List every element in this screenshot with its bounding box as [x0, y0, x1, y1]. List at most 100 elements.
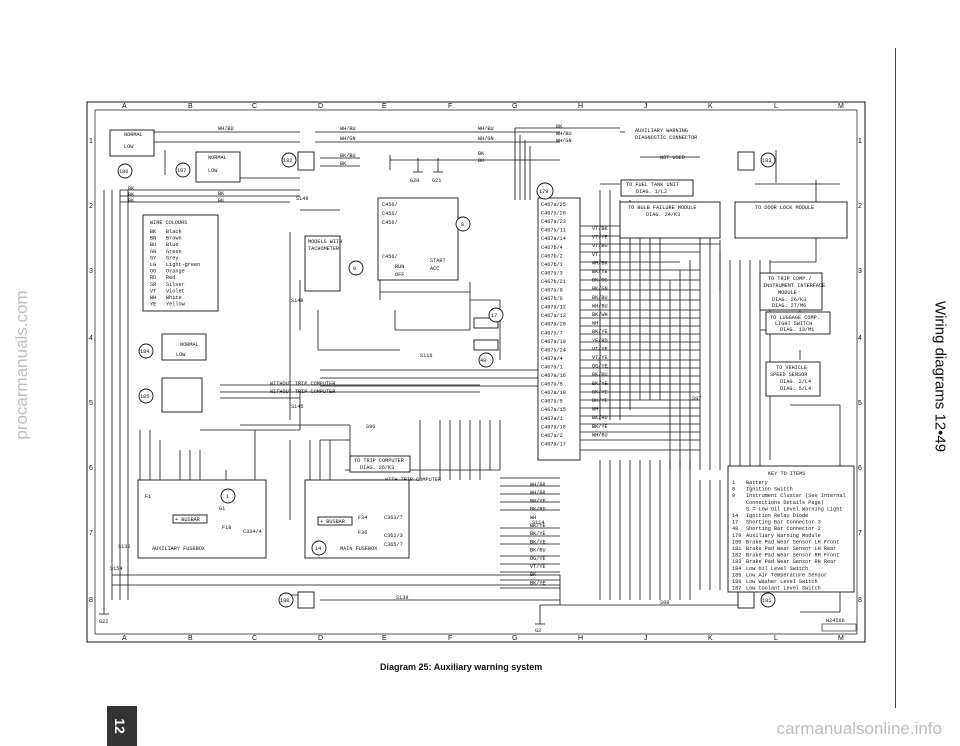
- wire-label: BK/YE: [592, 329, 608, 335]
- wire-colour-code: SR: [150, 282, 156, 288]
- item-number: 8: [461, 222, 464, 228]
- wire-label: WH/BU: [478, 126, 494, 132]
- connector-pin: C467b/21: [541, 279, 566, 285]
- connector-pin: C467a/10: [541, 339, 566, 345]
- key-item-number: 17: [732, 520, 738, 526]
- item-9-instrument-cluster: MODELS WITH TACHOMETER 9: [304, 235, 364, 292]
- wire-label: VT: [592, 252, 598, 258]
- note-door-lock: TO DOOR LOCK MODULE: [755, 205, 814, 211]
- item-183-sensor: 183: [737, 151, 776, 171]
- wire-label: BK/YE: [530, 580, 546, 586]
- grid-column-label: K: [708, 103, 713, 110]
- main-fusebox-label: MAIN FUSEBOX: [340, 546, 378, 552]
- top-wire-labels: WH/BU WH/BU WH/GN BK/BU BK WH/BU WH/GN B…: [128, 124, 572, 204]
- connector-pin: C467a/1: [541, 364, 563, 370]
- fuse-label: F1: [145, 494, 151, 500]
- diagram-id: H24566: [821, 618, 857, 632]
- ignition-acc-label: ACC: [430, 266, 439, 272]
- note-bulb-failure: TO BULB FAILURE MODULE: [628, 205, 697, 211]
- wire-label: WH/GN: [340, 136, 356, 142]
- connector-pin: C467a/11: [541, 228, 566, 234]
- wire-label: BK/YE: [592, 398, 608, 404]
- key-item-number: 8: [732, 487, 735, 493]
- connector-pin: C467a/3: [541, 270, 563, 276]
- wire-label: VT/BK: [592, 226, 608, 232]
- key-item-number: 182: [732, 553, 741, 559]
- wire-colour-name: Light-green: [166, 262, 200, 268]
- key-item-number: 183: [732, 559, 741, 565]
- without-trip-label: WITHOUT TRIP COMPUTER: [270, 389, 335, 395]
- ground-label: G21: [432, 178, 441, 184]
- grid-row-label: 4: [89, 335, 93, 342]
- item-number: 14: [315, 546, 321, 552]
- busbar-label: + BUSBAR: [175, 517, 200, 523]
- connector-pin: C467b/1: [541, 262, 563, 268]
- wire-label: BK/BU: [592, 295, 608, 301]
- right-wire-labels: VT/BKVT/YEVT/BUVTWH/BKBK/YEBK/OGBK/GNBK/…: [592, 226, 608, 438]
- grid-column-label: K: [708, 635, 713, 642]
- fuse-connector-label: C334/4: [243, 529, 262, 535]
- wire-label: WH: [592, 407, 598, 413]
- diagram-id-text: H24566: [826, 618, 845, 624]
- grid-row-label: 6: [858, 465, 862, 472]
- wire-colour-name: Violet: [166, 288, 185, 294]
- note-trip-comp-ref: DIAG. 27/M6: [772, 303, 806, 309]
- note-fuel-tank: TO FUEL TANK UNIT: [626, 182, 679, 188]
- fuse-connector-label: C365/7: [384, 542, 403, 548]
- diag-notes: AUXILIARY WARNING DIAGNOSTIC CONNECTOR N…: [619, 128, 848, 397]
- item-number: 180: [280, 598, 289, 604]
- note-trip-computer: TO TRIP COMPUTER: [354, 458, 404, 464]
- key-item-description: Shorting Bar Connector 2: [746, 526, 821, 532]
- wire-label: BN/YE: [530, 498, 546, 504]
- connector-pin: C467a/15: [541, 407, 566, 413]
- grounds-g20-g21: G20 G21: [410, 158, 443, 184]
- wire-colour-code: VT: [150, 288, 156, 294]
- wire-label: BK: [478, 158, 485, 164]
- wire-label: BK: [530, 572, 537, 578]
- wire-colour-code: YE: [150, 302, 156, 308]
- splice-label: S114: [532, 520, 544, 526]
- ignition-start-label: START: [430, 258, 446, 264]
- wire-colour-code: OG: [150, 269, 156, 275]
- item-186-washer-switch: NORMAL LOW 186: [109, 129, 155, 179]
- switch-normal-label: NORMAL: [180, 342, 199, 348]
- key-item-description: Brake Pad Wear Sensor RH Front: [746, 553, 839, 559]
- connector-pin: C467a/17: [541, 441, 566, 447]
- wire-label: VT/YE: [530, 564, 546, 570]
- item-185-air-temp-sensor: 185: [138, 377, 203, 413]
- grid-column-label: D: [318, 103, 323, 110]
- switch-low-label: LOW: [124, 144, 134, 150]
- item-number: 1: [226, 494, 229, 500]
- svg-text:C456/: C456/: [382, 202, 398, 208]
- wire-label: BK/YE: [592, 269, 608, 275]
- ignition-off-label: OFF: [395, 272, 404, 278]
- svg-text:C456/: C456/: [382, 211, 398, 217]
- splice-label: S139: [396, 595, 408, 601]
- grid-row-label: 7: [89, 530, 93, 537]
- key-item-number: 181: [732, 546, 741, 552]
- wire-colour-code: BU: [150, 242, 156, 248]
- wire-colours-title: WIRE COLOURS: [150, 220, 187, 226]
- wire-colour-code: GN: [150, 249, 156, 255]
- items-17-48-shorting-bars: 17 48: [473, 307, 504, 368]
- connector-pin: C467a/12: [541, 305, 566, 311]
- connector-pin: C467b/6: [541, 296, 563, 302]
- wire-colour-name: Blue: [166, 242, 178, 248]
- grid-row-label: 8: [858, 597, 862, 604]
- wire-colour-code: BN: [150, 236, 156, 242]
- connector-pin: C467a/14: [541, 236, 566, 242]
- item-number: 182: [283, 158, 292, 164]
- key-item-number: 1: [732, 480, 735, 486]
- wire-label: WH/GN: [556, 138, 572, 144]
- wire-label: BK/BU: [340, 153, 356, 159]
- note-speed-ref: DIAG. 5/L4: [780, 386, 811, 392]
- grid-column-label: H: [578, 103, 583, 110]
- watermark-bottom: carmanualsonline.info: [776, 719, 942, 738]
- wire-label: WH: [530, 515, 536, 521]
- key-item-description: S = Low Oil Level Warning Light: [746, 506, 843, 512]
- grid-row-label: 4: [858, 335, 862, 342]
- wire-colour-name: Red: [166, 275, 175, 281]
